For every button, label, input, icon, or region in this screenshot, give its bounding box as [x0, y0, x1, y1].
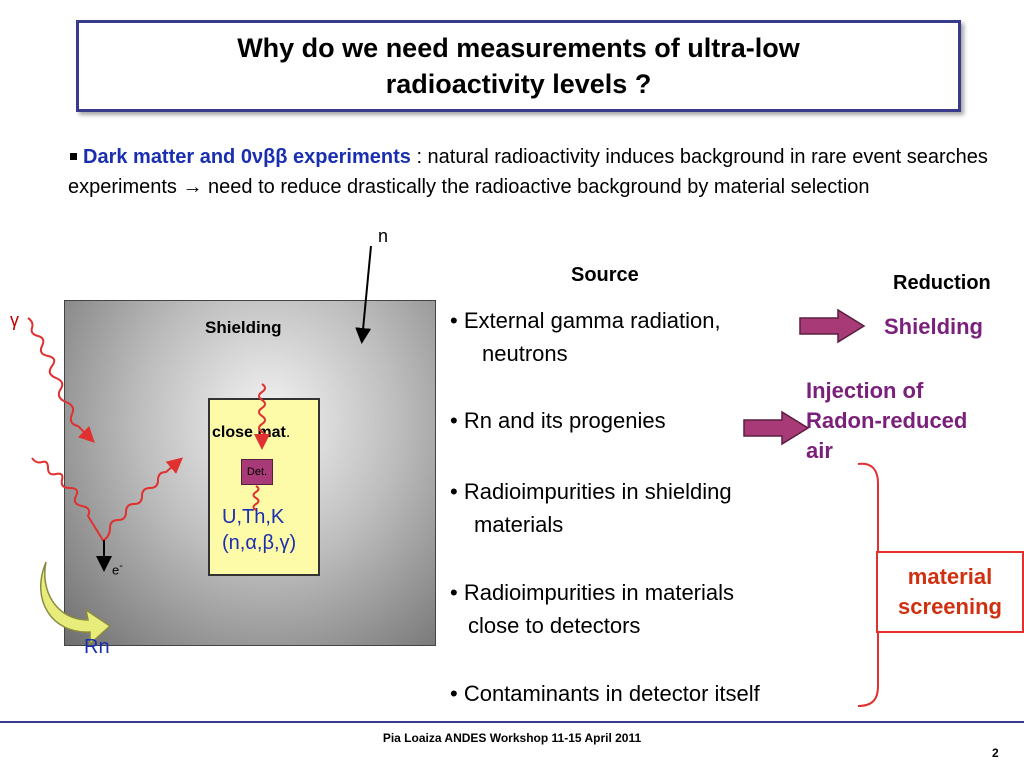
inner-wave: [254, 383, 270, 450]
page-number: 2: [992, 746, 999, 760]
reduction-header: Reduction: [893, 272, 991, 294]
reduction-injection: Injection of Radon-reduced air: [806, 376, 967, 466]
gamma-ray-wave-1: [27, 317, 95, 443]
detector-label: Det.: [246, 466, 268, 478]
shielding-label: Shielding: [205, 318, 282, 337]
detector-wave: [252, 485, 260, 511]
source-item-2-line-1: • Rn and its progenies: [450, 408, 666, 433]
reduction-injection-line-1: Injection of: [806, 378, 924, 403]
electron-label-main: e: [112, 562, 120, 578]
radon-label: Rn: [84, 636, 110, 658]
intro-paragraph: Dark matter and 0νββ experiments : natur…: [68, 142, 1013, 202]
electron-label-sup: -: [119, 560, 123, 572]
radon-curved-arrow: [40, 561, 112, 646]
reduction-shielding: Shielding: [884, 314, 983, 339]
detector-box: Det.: [241, 459, 273, 485]
source-item-4-line-2: close to detectors: [468, 613, 641, 638]
intro-text: : natural radioactivity induces backgrou…: [68, 146, 988, 198]
title-line-2: radioactivity levels ?: [385, 69, 652, 99]
footer-text: Pia Loaiza ANDES Workshop 11-15 April 20…: [382, 731, 642, 745]
screening-line-2: screening: [898, 594, 1002, 619]
title-line-1: Why do we need measurements of ultra-low: [237, 33, 800, 63]
radon-arrow: [743, 410, 810, 446]
shielding-arrow: [799, 308, 866, 344]
intro-highlight: Dark matter and 0νββ experiments: [83, 146, 411, 168]
secondary-wave: [103, 457, 184, 541]
gamma-label: γ: [10, 310, 19, 330]
electron-label: e-: [112, 560, 123, 577]
uthk-line-2: (n,α,β,γ): [222, 532, 297, 554]
source-item-3: • Radioimpurities in shielding materials: [450, 475, 732, 541]
source-item-2: • Rn and its progenies: [450, 404, 666, 437]
source-item-1: • External gamma radiation, neutrons: [450, 304, 721, 370]
source-item-5: • Contaminants in detector itself: [450, 677, 760, 710]
uthk-label: U,Th,K (n,α,β,γ): [222, 504, 296, 556]
source-item-4-line-1: • Radioimpurities in materials: [450, 580, 735, 605]
screening-line-1: material: [907, 564, 993, 589]
source-item-5-line-1: • Contaminants in detector itself: [450, 681, 760, 706]
source-item-3-line-2: materials: [474, 512, 564, 537]
source-item-4: • Radioimpurities in materials close to …: [450, 576, 734, 642]
source-item-1-line-1: • External gamma radiation,: [450, 308, 721, 333]
uthk-line-1: U,Th,K: [222, 506, 285, 528]
close-materials-box: [208, 398, 320, 576]
reduction-injection-line-3: air: [806, 438, 833, 463]
square-bullet-icon: [70, 153, 77, 160]
close-materials-label-tail: .: [285, 424, 291, 441]
material-screening-box: material screening: [876, 551, 1024, 633]
title-box: Why do we need measurements of ultra-low…: [76, 20, 961, 112]
neutron-arrow: [355, 245, 372, 344]
source-item-3-line-1: • Radioimpurities in shielding: [450, 479, 732, 504]
source-header: Source: [571, 264, 639, 286]
footer-divider: [0, 721, 1024, 723]
source-item-1-line-2: neutrons: [482, 341, 568, 366]
gamma-ray-wave-2: [31, 457, 105, 543]
neutron-label: n: [378, 226, 389, 246]
reduction-injection-line-2: Radon-reduced: [806, 408, 968, 433]
